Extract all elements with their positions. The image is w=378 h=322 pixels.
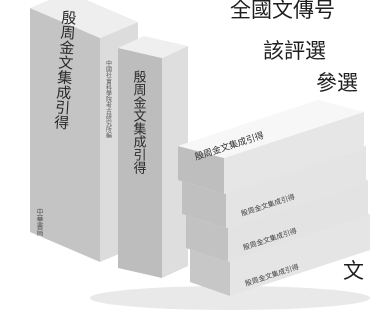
spine-title-right: 殷周金文集成引得 [131, 70, 147, 174]
caption-line-3: 參選 [316, 71, 358, 95]
series-text-left: 中國社會科學院考古研究所編 [105, 59, 112, 139]
caption-line-1: 全國文傳号 [230, 0, 335, 22]
ground-shadow [90, 286, 370, 310]
upright-book-right: 殷周金文集成引得 [118, 36, 188, 278]
book-stack: 殷周金文集成引得 殷周金文集成引得 殷周金文集成引得 殷周金文集成引得 [178, 100, 370, 296]
caption-line-2: 該評選 [263, 39, 326, 63]
bottom-text-left: 中華書局 [36, 207, 44, 237]
caption-line-4: 文 [343, 259, 364, 283]
